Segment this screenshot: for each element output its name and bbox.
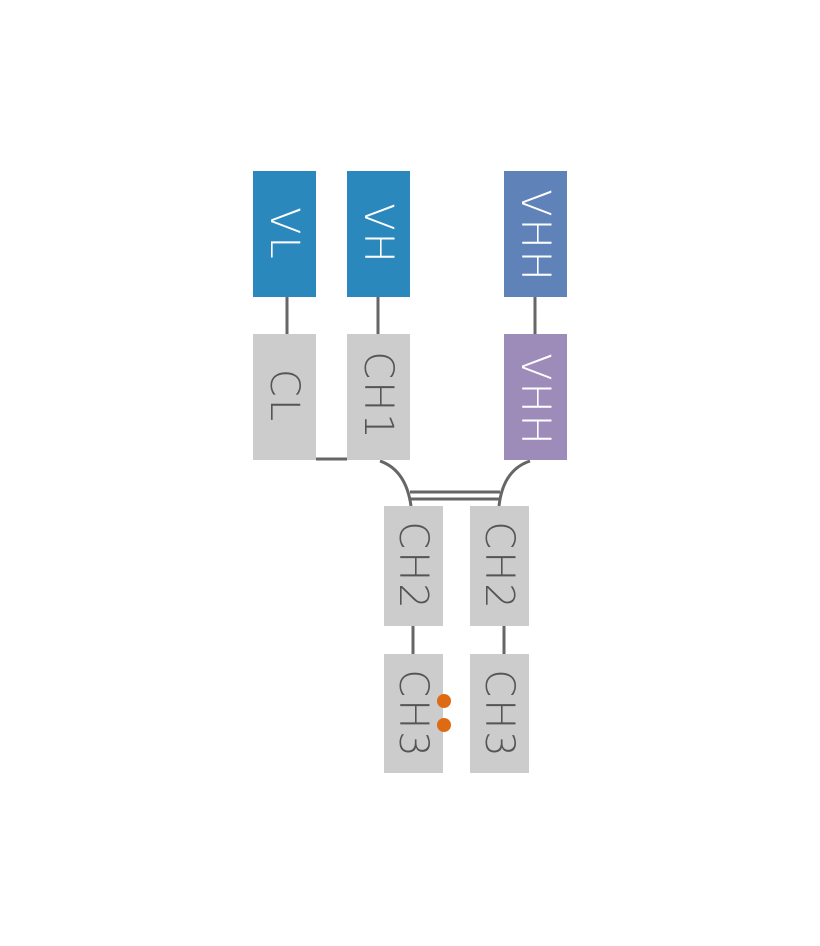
domain-vh: VH — [347, 171, 410, 297]
connectors — [285, 297, 537, 654]
hinge-left — [379, 459, 413, 507]
domain-label: CH1 — [355, 351, 401, 440]
hinge-right — [497, 459, 531, 507]
domain-label: CL — [261, 369, 307, 423]
domain-label: CH2 — [476, 521, 522, 610]
domain-box — [253, 334, 316, 460]
domain-box — [384, 506, 443, 626]
domain-vhh-bottom: VHH — [504, 334, 567, 460]
domain-label: VL — [261, 207, 307, 261]
domain-box — [470, 654, 529, 773]
domain-box — [384, 654, 443, 773]
domain-box — [470, 506, 529, 626]
domain-box — [504, 334, 567, 460]
domain-label: VH — [355, 203, 401, 264]
domain-label: CH3 — [476, 669, 522, 758]
knob-dot — [437, 718, 451, 732]
domain-box — [347, 171, 410, 297]
domain-cl: CL — [253, 334, 316, 460]
knob-markers — [437, 694, 451, 732]
knob-dot — [437, 694, 451, 708]
domain-ch3-left: CH3 — [384, 654, 443, 773]
domain-box — [347, 334, 410, 460]
domain-ch3-right: CH3 — [470, 654, 529, 773]
domain-label: CH3 — [390, 669, 436, 758]
domain-ch2-right: CH2 — [470, 506, 529, 626]
domain-label: VHH — [512, 353, 558, 447]
domain-ch2-left: CH2 — [384, 506, 443, 626]
domain-vl: VL — [253, 171, 316, 297]
domain-label: CH2 — [390, 521, 436, 610]
domain-vhh-top: VHH — [504, 171, 567, 297]
domain-label: VHH — [512, 189, 558, 283]
domain-box — [253, 171, 316, 297]
domain-box — [504, 171, 567, 297]
domain-ch1: CH1 — [347, 334, 410, 460]
